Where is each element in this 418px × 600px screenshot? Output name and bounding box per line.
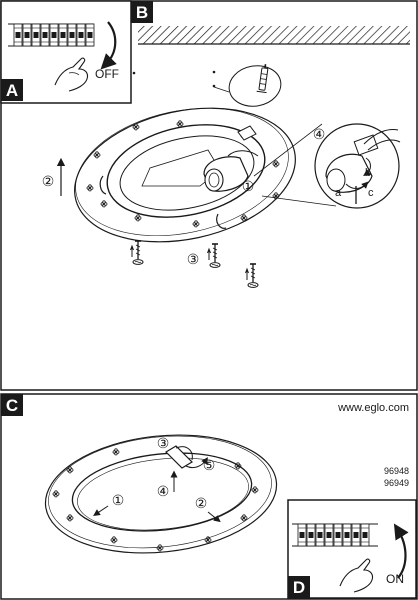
panel-label-a: A bbox=[1, 79, 23, 101]
step-2-label-top: ② bbox=[42, 173, 55, 189]
step-1-arrow bbox=[93, 505, 109, 516]
step-3-label-bottom: ③ bbox=[157, 435, 170, 451]
svg-text:A: A bbox=[6, 81, 18, 100]
switch-off-arrow bbox=[100, 21, 117, 70]
wall-plug-icon bbox=[256, 64, 269, 94]
circuit-breaker-icon-on bbox=[292, 523, 378, 547]
step-2-arrow bbox=[207, 511, 221, 523]
step-5-label-bottom: ⑤ bbox=[203, 457, 216, 473]
on-label: ON bbox=[386, 572, 404, 586]
panel-label-c: C bbox=[1, 394, 23, 416]
sub-label-c: c bbox=[368, 187, 374, 199]
step-1-label-top: ① bbox=[242, 178, 255, 194]
top-frame bbox=[0, 0, 418, 391]
ceiling-hatch bbox=[138, 26, 410, 45]
circuit-breaker-icon bbox=[8, 23, 95, 47]
model-number-1: 96948 bbox=[384, 466, 409, 476]
step-4-label-top: ④ bbox=[313, 126, 326, 142]
step-3-label-top: ③ bbox=[187, 251, 200, 267]
step-2-label-bottom: ② bbox=[195, 495, 208, 511]
panel-label-b: B bbox=[131, 1, 153, 23]
switch-on-arrow bbox=[393, 523, 409, 579]
svg-text:C: C bbox=[6, 396, 18, 415]
step-4-label-bottom: ④ bbox=[157, 483, 170, 499]
hand-icon bbox=[54, 57, 89, 92]
model-number-2: 96949 bbox=[384, 478, 409, 488]
terminal-detail-magnifier bbox=[253, 123, 401, 209]
off-label: OFF bbox=[95, 67, 119, 81]
fixture-shade-ring bbox=[44, 434, 278, 554]
drill-holes bbox=[132, 65, 282, 107]
sub-label-a: a bbox=[335, 187, 342, 199]
sub-label-b: b bbox=[365, 167, 371, 179]
lamp-socket bbox=[203, 150, 259, 192]
fixture-base-plate bbox=[74, 107, 296, 243]
shade-clip bbox=[165, 445, 208, 469]
svg-text:B: B bbox=[136, 3, 148, 22]
step-1-label-bottom: ① bbox=[112, 492, 125, 508]
panel-label-d: D bbox=[288, 576, 310, 598]
svg-text:D: D bbox=[293, 578, 305, 597]
bottom-frame bbox=[0, 393, 418, 600]
website-url: www.eglo.com bbox=[337, 402, 409, 414]
hand-icon-on bbox=[339, 558, 374, 593]
